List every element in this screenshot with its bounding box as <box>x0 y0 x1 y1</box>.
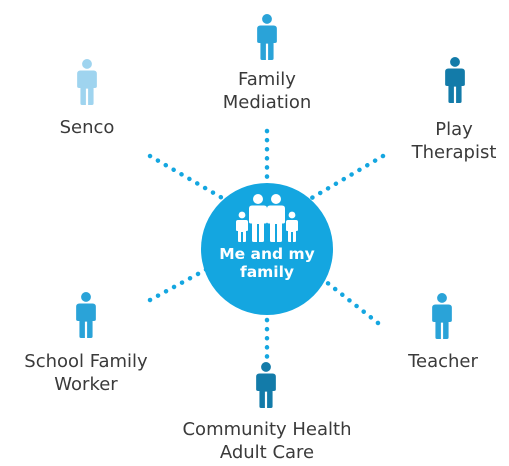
node-label-senco: Senco <box>37 116 137 139</box>
label-line: Worker <box>54 374 118 395</box>
person-icon <box>256 362 276 408</box>
node-label-community-health: Community Health Adult Care <box>157 418 377 464</box>
hub-label-line: Me and my <box>219 245 315 263</box>
connector-play-therapist <box>307 153 386 202</box>
node-label-play-therapist: Play Therapist <box>400 118 508 164</box>
person-icon <box>445 57 465 103</box>
center-hub: Me and my family <box>201 183 333 315</box>
node-label-family-mediation: Family Mediation <box>207 68 327 114</box>
label-line: Family <box>238 69 296 90</box>
person-icon <box>77 59 97 105</box>
family-group-icon <box>236 194 298 242</box>
label-line: Mediation <box>222 92 312 113</box>
hub-label: Me and my family <box>201 245 333 281</box>
node-label-school-family-worker: School Family Worker <box>0 350 172 396</box>
label-line: Therapist <box>411 142 497 163</box>
label-line: School Family <box>24 351 148 372</box>
label-line: Community Health <box>182 419 352 440</box>
hub-label-line: family <box>239 263 295 281</box>
label-line: Teacher <box>408 351 478 372</box>
person-icon <box>432 293 452 339</box>
person-icon <box>76 292 96 338</box>
person-icon <box>257 14 277 60</box>
label-line: Senco <box>59 117 115 138</box>
label-line: Play <box>435 119 473 140</box>
node-label-teacher: Teacher <box>387 350 499 373</box>
connector-teacher <box>317 274 381 326</box>
label-line: Adult Care <box>219 442 315 463</box>
connector-senco <box>147 153 227 202</box>
